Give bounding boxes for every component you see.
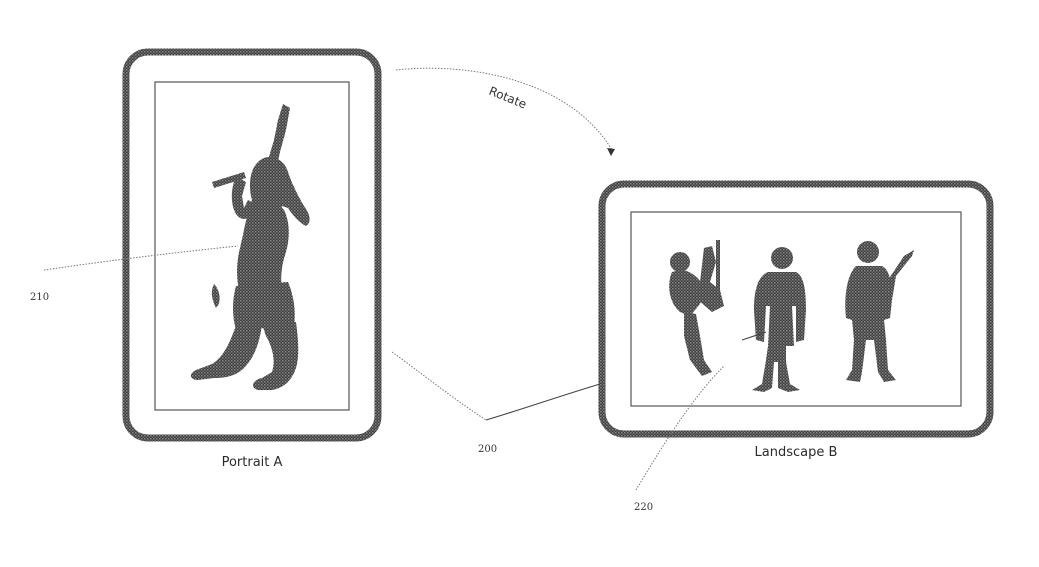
rotate-arrow-curve [395,67,613,151]
reference-numeral-200: 200 [478,444,497,455]
leader-200-portrait [391,351,487,421]
guitarist-right-silhouette [845,241,914,382]
portrait-device-screen [154,81,350,411]
center-person-silhouette [752,247,806,392]
arrowhead-icon [607,148,615,156]
leader-200-landscape [485,383,601,421]
reference-numeral-220: 220 [634,502,653,513]
portrait-caption: Portrait A [222,455,283,470]
landscape-content-reference: 220 [634,331,767,513]
landscape-device-bezel [598,180,994,438]
reference-numeral-210: 210 [30,292,49,303]
leader-220-pointer [741,331,767,341]
portrait-device: Portrait A [122,48,382,470]
landscape-caption: Landscape B [755,445,838,460]
landscape-device-screen [630,211,962,407]
leader-210 [43,245,239,271]
singer-silhouette [190,104,310,390]
portrait-content-reference: 210 [30,245,239,303]
rotate-label: Rotate [487,84,529,112]
portrait-device-bezel [122,48,382,442]
landscape-device: Landscape B [598,180,994,460]
guitarist-left-silhouette [669,240,724,376]
device-reference: 200 [391,351,601,455]
leader-220 [635,365,725,491]
rotate-arrow: Rotate [395,67,615,156]
